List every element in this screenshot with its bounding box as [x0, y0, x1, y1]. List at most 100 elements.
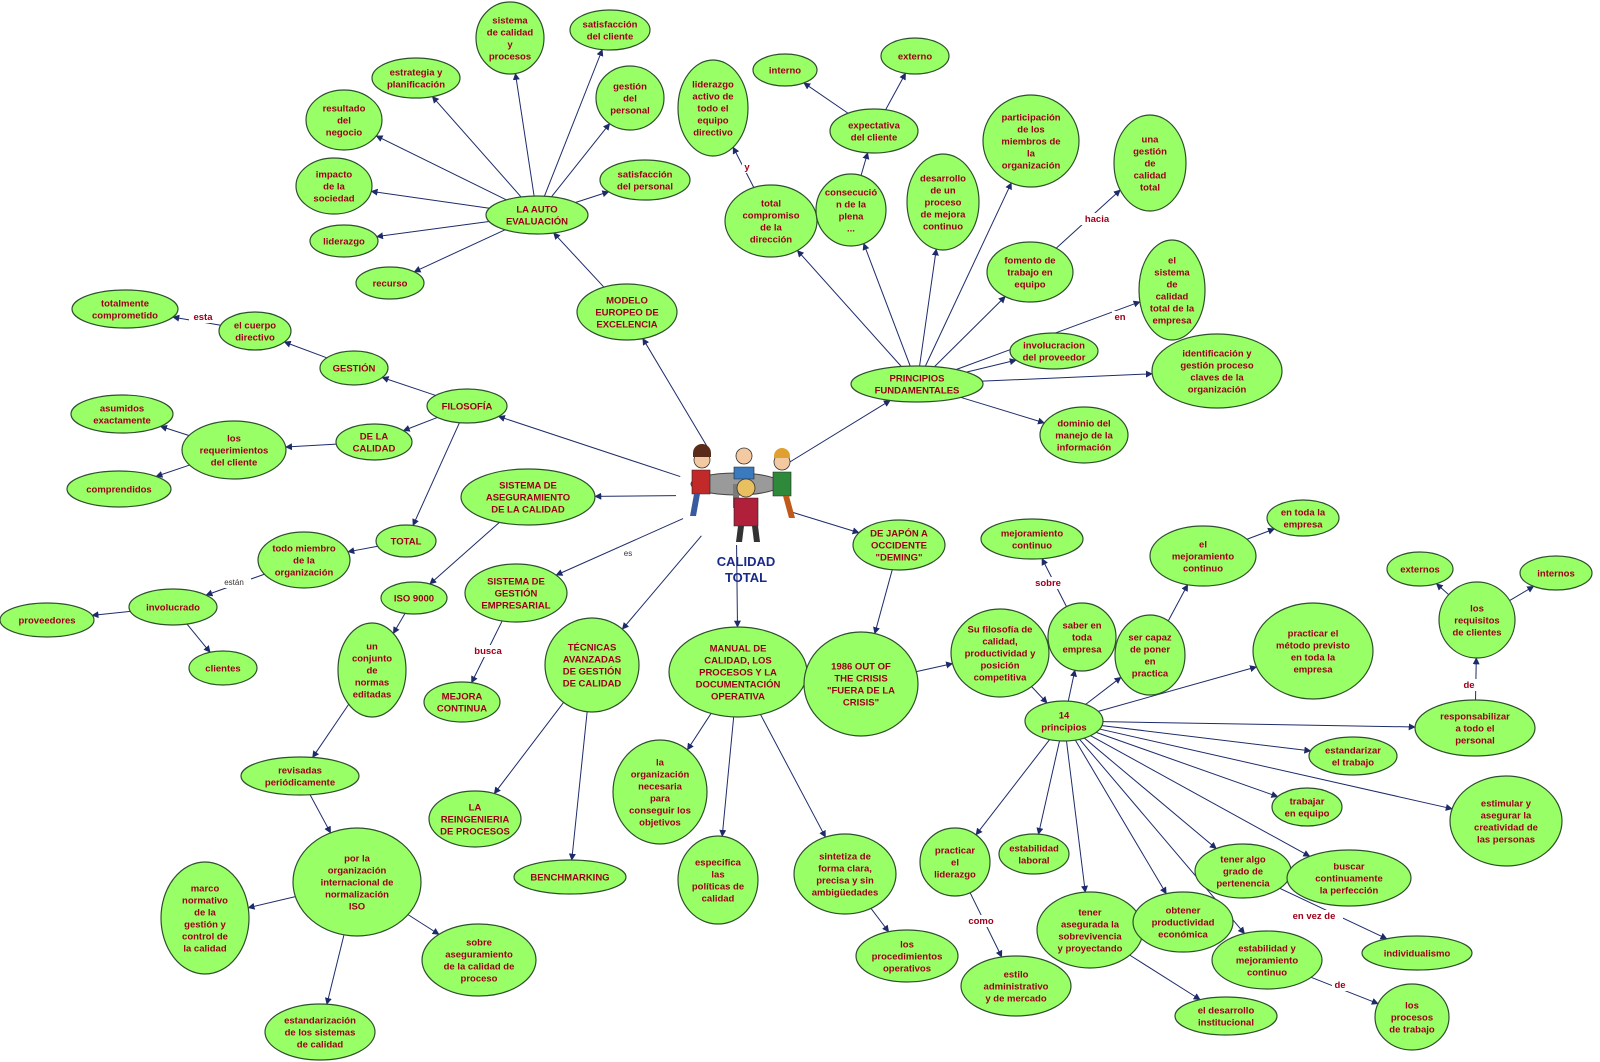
link-auto_evaluacion-to-impacto_sociedad — [371, 191, 489, 208]
node-label-line: en — [1144, 657, 1155, 668]
link-label-de-requisitos: de — [1463, 680, 1474, 691]
concept-node-internos[interactable]: internos — [1520, 556, 1592, 590]
node-label-line: personal — [610, 106, 650, 117]
concept-node-benchmarking[interactable]: BENCHMARKING — [514, 860, 626, 894]
concept-node-gestion[interactable]: GESTIÓN — [320, 351, 388, 385]
concept-node-involucrado[interactable]: involucrado — [129, 589, 217, 625]
node-label-line: EUROPEO DE — [595, 308, 658, 319]
concept-node-total[interactable]: TOTAL — [376, 525, 436, 557]
concept-node-interno[interactable]: interno — [753, 54, 817, 86]
concept-node-proveedores[interactable]: proveedores — [0, 603, 94, 637]
node-label-line: conjunto — [352, 654, 392, 665]
concept-node-iso-9000[interactable]: ISO 9000 — [381, 582, 447, 614]
concept-node-externo[interactable]: externo — [881, 38, 949, 74]
concept-node-individualismo[interactable]: individualismo — [1362, 936, 1472, 970]
link-total-to-todo_miembro — [348, 546, 378, 552]
node-label-line: en equipo — [1285, 809, 1330, 820]
concept-node-recurso[interactable]: recurso — [356, 267, 424, 299]
concept-node-liderazgo[interactable]: liderazgo — [310, 225, 378, 257]
concept-node-filosofia[interactable]: FILOSOFÍA — [427, 389, 507, 423]
link-involucrado-to-clientes — [187, 624, 210, 652]
node-label-line: proveedores — [18, 616, 75, 627]
concept-node-clientes[interactable]: clientes — [189, 651, 257, 685]
node-label-line: LA AUTO — [516, 205, 557, 216]
node-label-line: sobrevivencia — [1058, 932, 1122, 943]
link-su_filosofia-to-catorce_principios — [1032, 687, 1047, 703]
node-label-line: un — [366, 642, 378, 653]
concept-node-comprendidos[interactable]: comprendidos — [67, 471, 171, 507]
concept-node-externos[interactable]: externos — [1387, 552, 1453, 586]
link-label-de-procesos: de — [1334, 980, 1345, 991]
